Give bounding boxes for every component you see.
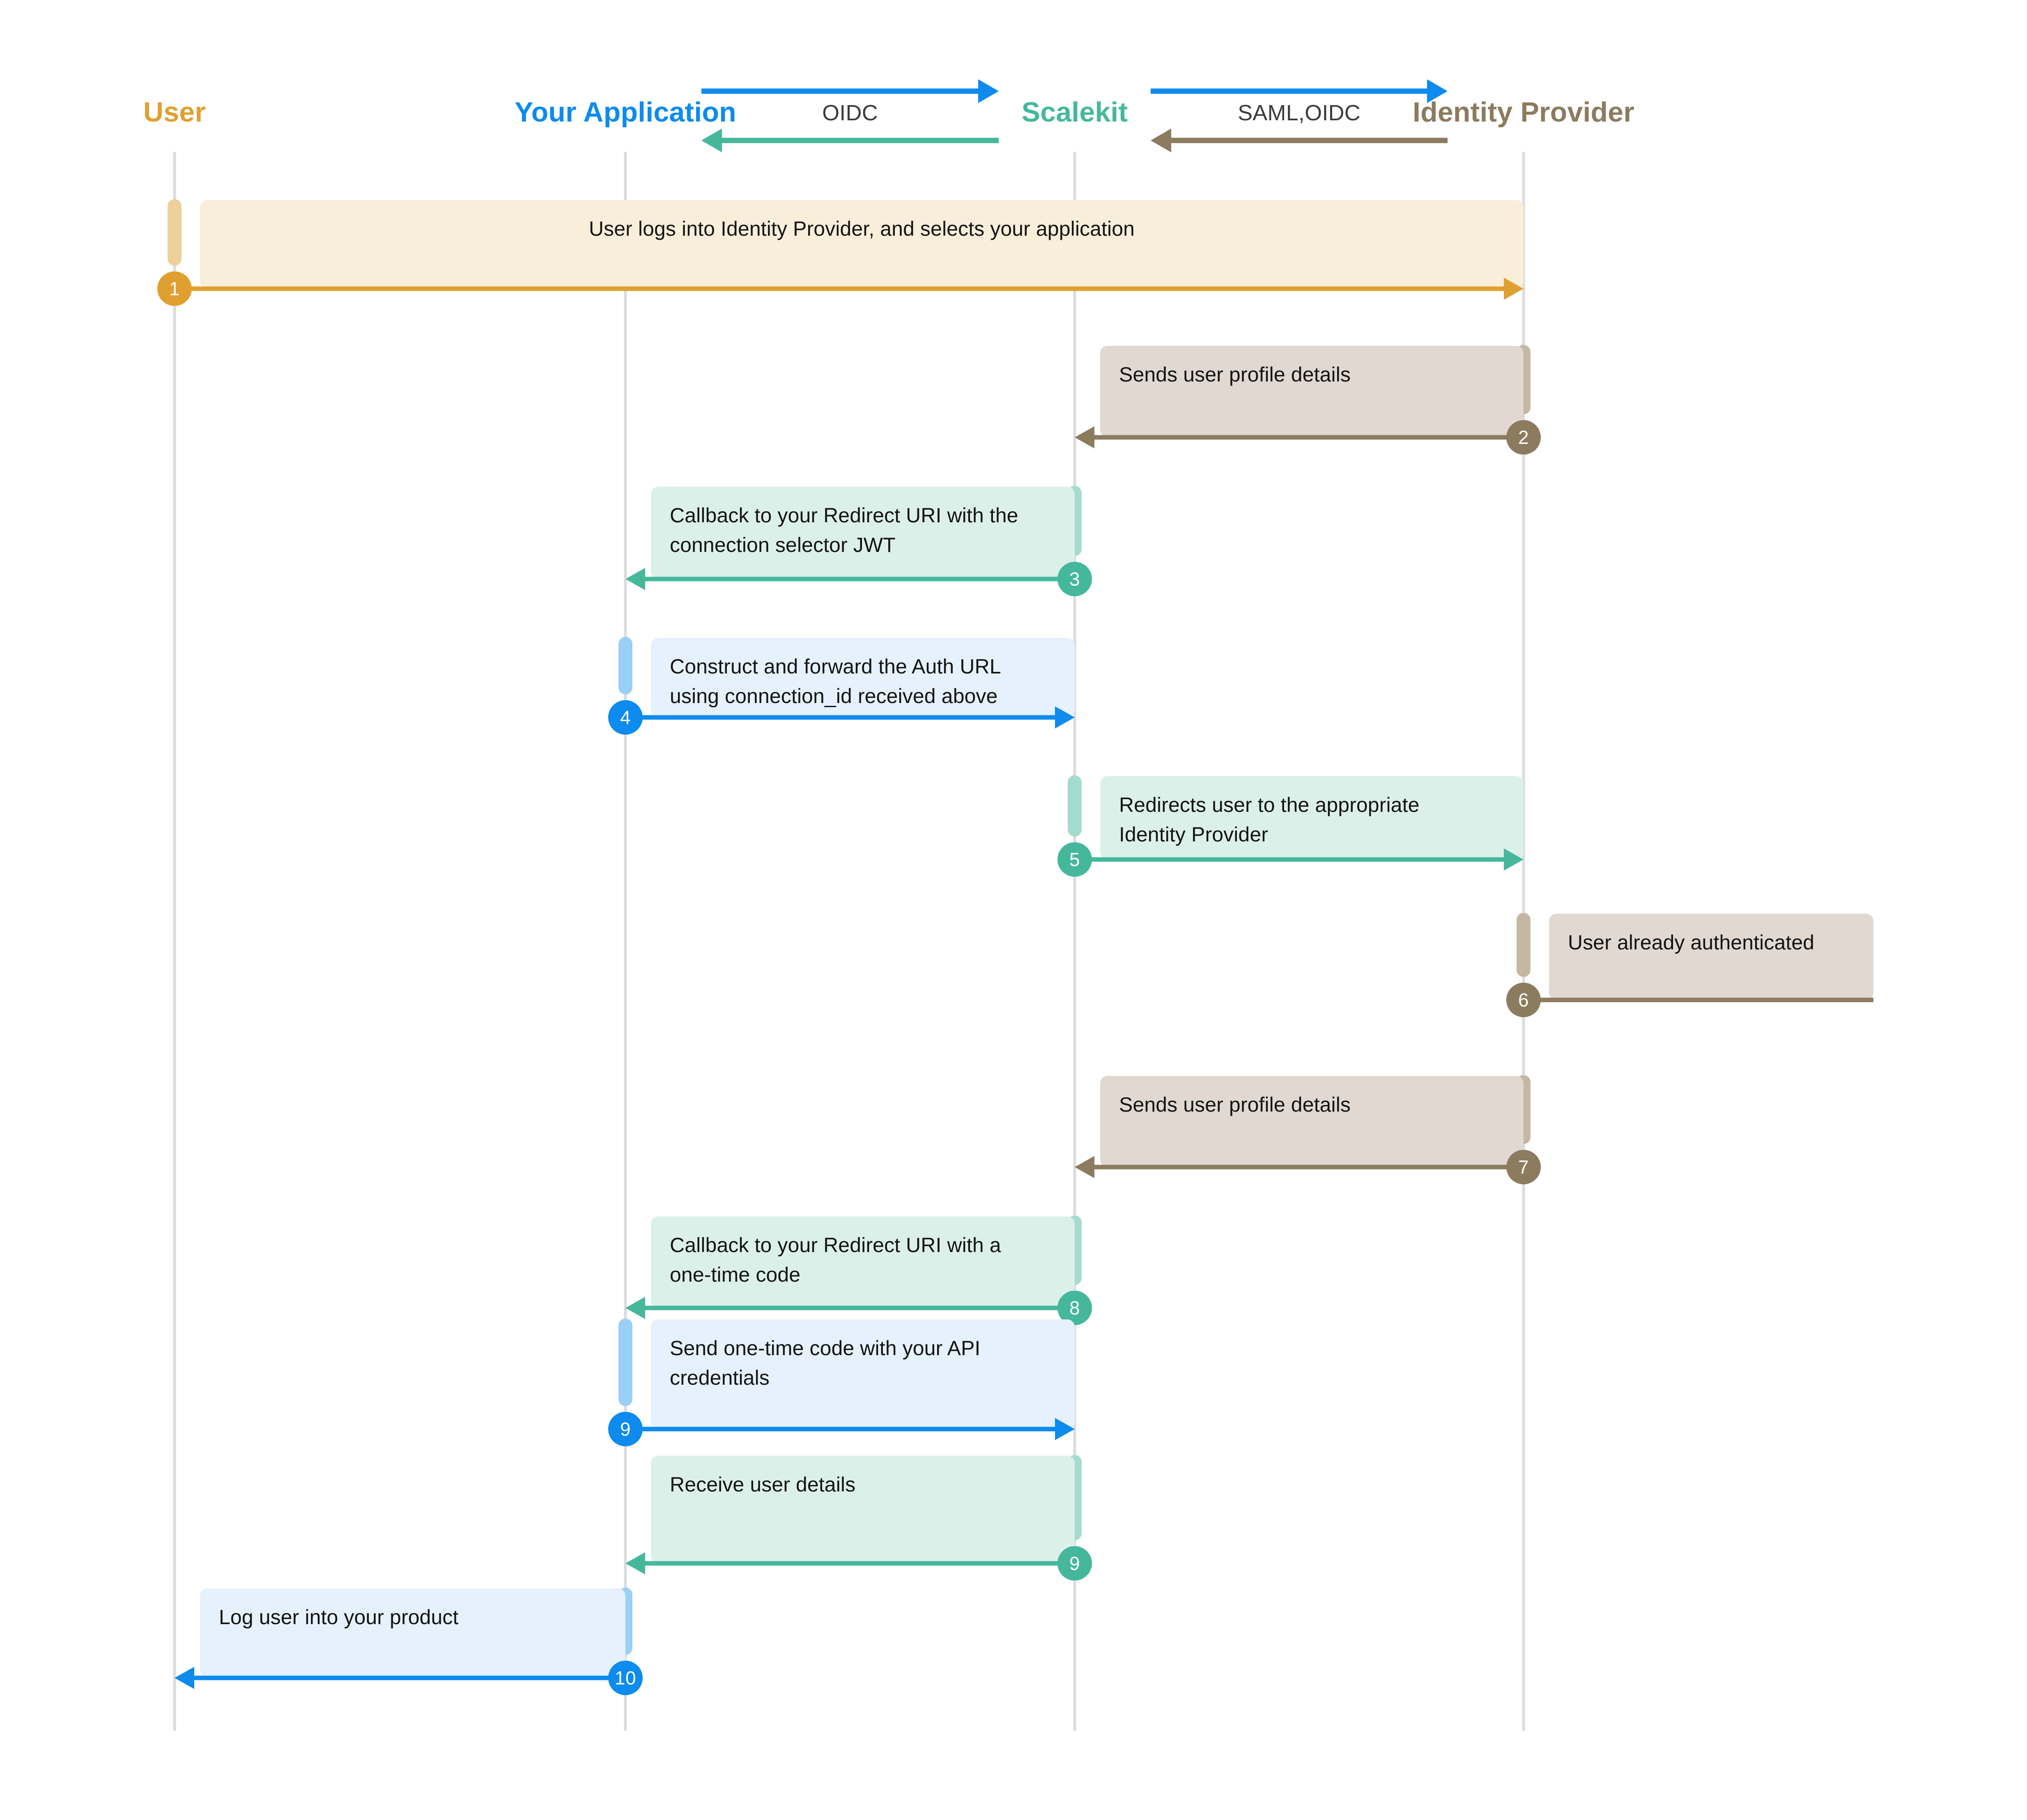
message-text: Receive user details bbox=[670, 1473, 856, 1496]
legend-arrow-forward-oidc bbox=[701, 79, 999, 103]
activation-bar-application bbox=[618, 637, 632, 694]
actor-label-application: Your Application bbox=[515, 97, 736, 128]
legend-label-oidc: OIDC bbox=[822, 101, 878, 125]
message-box-2: Sends user profile details bbox=[1100, 346, 1524, 437]
message-arrow-3 bbox=[625, 568, 1075, 590]
message-text: Construct and forward the Auth URL using… bbox=[670, 655, 1001, 708]
actor-label-idp: Identity Provider bbox=[1413, 97, 1634, 128]
step-number-badge: 6 bbox=[1506, 983, 1541, 1017]
message-arrow-7 bbox=[1075, 1156, 1524, 1178]
step-number-badge: 7 bbox=[1506, 1150, 1541, 1184]
legend-label-saml-oidc: SAML,OIDC bbox=[1238, 101, 1361, 125]
activation-bar-scalekit bbox=[1068, 775, 1082, 836]
legend-arrow-backward-oidc bbox=[701, 129, 999, 152]
message-text: Callback to your Redirect URI with a one… bbox=[670, 1234, 1001, 1286]
step-number-badge: 9 bbox=[608, 1412, 643, 1446]
message-text: User already authenticated bbox=[1568, 931, 1815, 954]
message-text: Send one-time code with your API credent… bbox=[670, 1337, 981, 1389]
message-box-9: Send one-time code with your API credent… bbox=[651, 1319, 1075, 1429]
message-arrow-10 bbox=[175, 1667, 625, 1689]
lifeline-scalekit bbox=[1073, 152, 1076, 1731]
message-text: Callback to your Redirect URI with the c… bbox=[670, 504, 1018, 556]
message-box-5: Redirects user to the appropriate Identi… bbox=[1100, 776, 1524, 859]
activation-bar-idp bbox=[1517, 913, 1531, 977]
step-number-badge: 9 bbox=[1057, 1546, 1092, 1581]
lifeline-application bbox=[624, 152, 627, 1731]
message-arrow-8 bbox=[625, 1297, 1075, 1319]
message-text: Redirects user to the appropriate Identi… bbox=[1119, 793, 1420, 846]
actor-label-scalekit: Scalekit bbox=[1021, 97, 1128, 128]
message-arrow-1 bbox=[175, 278, 1524, 300]
message-text: Log user into your product bbox=[219, 1606, 459, 1629]
message-box-7: Sends user profile details bbox=[1100, 1076, 1524, 1167]
actor-label-user: User bbox=[143, 97, 206, 128]
legend-arrow-backward-saml-oidc bbox=[1151, 129, 1448, 152]
step-number-badge: 2 bbox=[1506, 420, 1541, 455]
message-box-4: Construct and forward the Auth URL using… bbox=[651, 638, 1075, 717]
step-number-badge: 4 bbox=[608, 700, 643, 735]
step-number-badge: 5 bbox=[1057, 842, 1092, 877]
step-number-badge: 1 bbox=[157, 271, 192, 306]
message-box-9: Receive user details bbox=[651, 1456, 1075, 1563]
message-text: Sends user profile details bbox=[1119, 363, 1351, 386]
message-box-8: Callback to your Redirect URI with a one… bbox=[651, 1216, 1075, 1308]
step-number-badge: 3 bbox=[1057, 562, 1092, 596]
lifeline-user bbox=[173, 152, 176, 1731]
message-box-3: Callback to your Redirect URI with the c… bbox=[651, 487, 1075, 579]
message-arrow-9 bbox=[625, 1552, 1075, 1574]
message-text: Sends user profile details bbox=[1119, 1093, 1351, 1116]
step-number-badge: 10 bbox=[608, 1661, 643, 1695]
message-arrow-9 bbox=[625, 1418, 1075, 1440]
message-arrow-4 bbox=[625, 706, 1075, 728]
message-box-6: User already authenticated bbox=[1549, 914, 1873, 1000]
message-box-1: User logs into Identity Provider, and se… bbox=[200, 200, 1524, 289]
activation-bar-user bbox=[168, 199, 182, 266]
legend-arrow-forward-saml-oidc bbox=[1151, 79, 1448, 103]
message-arrow-6 bbox=[1524, 997, 1873, 1002]
activation-bar-application bbox=[618, 1319, 632, 1406]
message-text: User logs into Identity Provider, and se… bbox=[588, 217, 1135, 240]
message-box-10: Log user into your product bbox=[200, 1588, 625, 1678]
message-arrow-2 bbox=[1075, 426, 1524, 448]
message-arrow-5 bbox=[1075, 848, 1524, 871]
